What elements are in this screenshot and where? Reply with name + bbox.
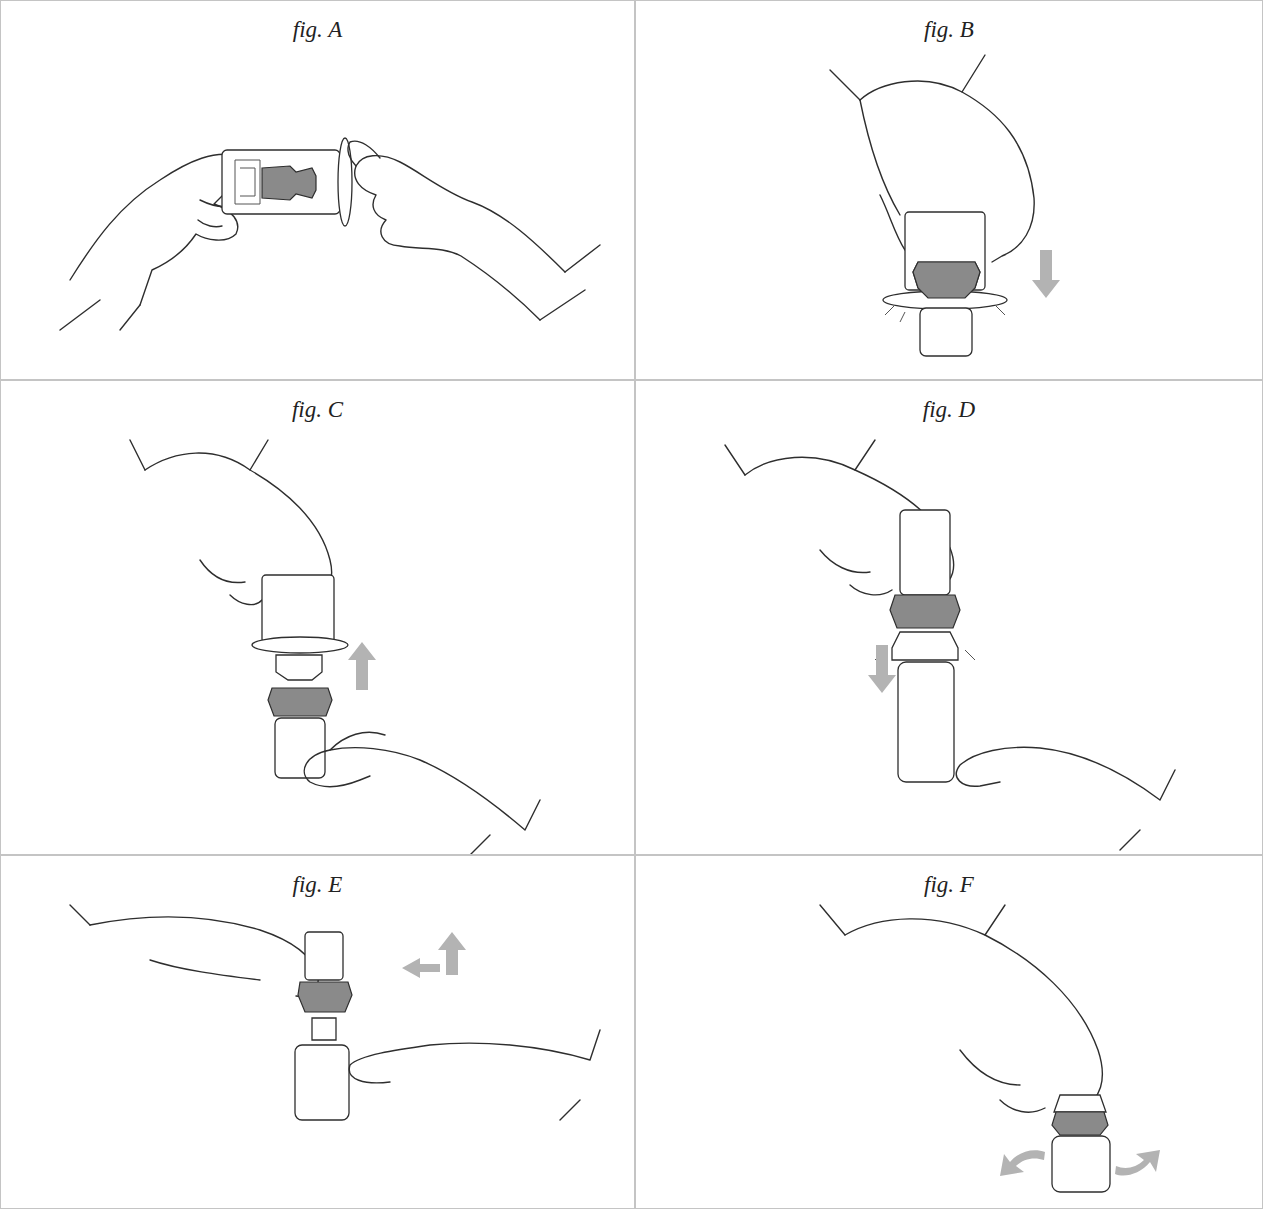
figure-panel: fig. B: [635, 0, 1263, 380]
figure-label: fig. B: [636, 17, 1262, 43]
figure-label: fig. D: [636, 397, 1262, 423]
fig-b-drawing: [830, 55, 1060, 356]
figure-panel: fig. F: [635, 855, 1263, 1209]
fig-e-drawing: [70, 905, 600, 1120]
figure-panel: fig. C: [0, 380, 635, 855]
fig-a-drawing: [60, 138, 600, 330]
fig-c-drawing: [130, 440, 540, 855]
figure-label: fig. A: [1, 17, 634, 43]
figure-panel: fig. A: [0, 0, 635, 380]
figure-panel: fig. D: [635, 380, 1263, 855]
figure-label: fig. E: [1, 872, 634, 898]
figure-panel: fig. E: [0, 855, 635, 1209]
fig-d-drawing: [725, 440, 1175, 850]
figure-label: fig. C: [1, 397, 634, 423]
fig-f-drawing: [820, 905, 1160, 1192]
figure-label: fig. F: [636, 872, 1262, 898]
